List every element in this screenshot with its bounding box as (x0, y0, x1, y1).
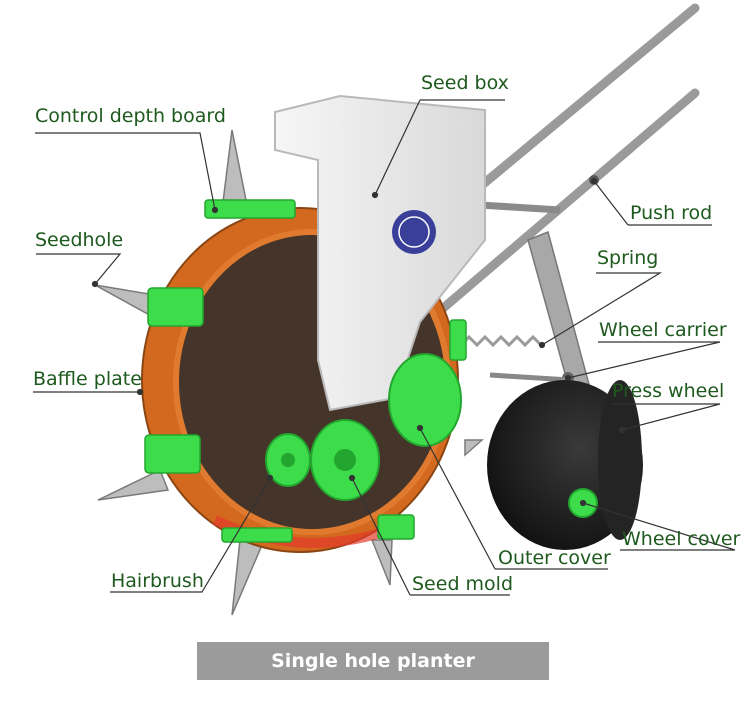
label-wheel-carrier: Wheel carrier (599, 319, 727, 341)
seed-box-shape (274, 94, 486, 412)
label-outer-cover: Outer cover (498, 547, 611, 569)
label-wheel-cover: Wheel cover (622, 528, 741, 550)
label-control-depth-board: Control depth board (35, 105, 226, 127)
caption-title: Single hole planter (271, 650, 475, 672)
label-spring: Spring (597, 247, 659, 269)
drum-clips (144, 199, 467, 543)
drum-discs (265, 353, 462, 501)
label-seedhole: Seedhole (35, 229, 124, 251)
label-press-wheel: Press wheel (612, 380, 725, 402)
label-push-rod: Push rod (630, 202, 713, 224)
label-seed-box: Seed box (421, 72, 509, 94)
label-seed-mold: Seed mold (412, 573, 514, 595)
press-wheel-shape (487, 380, 643, 550)
label-hairbrush: Hairbrush (111, 570, 204, 592)
leader-lines (33, 99, 736, 596)
label-baffle-plate: Baffle plate (33, 368, 142, 390)
caption-bar: Single hole planter (197, 642, 549, 680)
drum-spikes (94, 129, 484, 616)
